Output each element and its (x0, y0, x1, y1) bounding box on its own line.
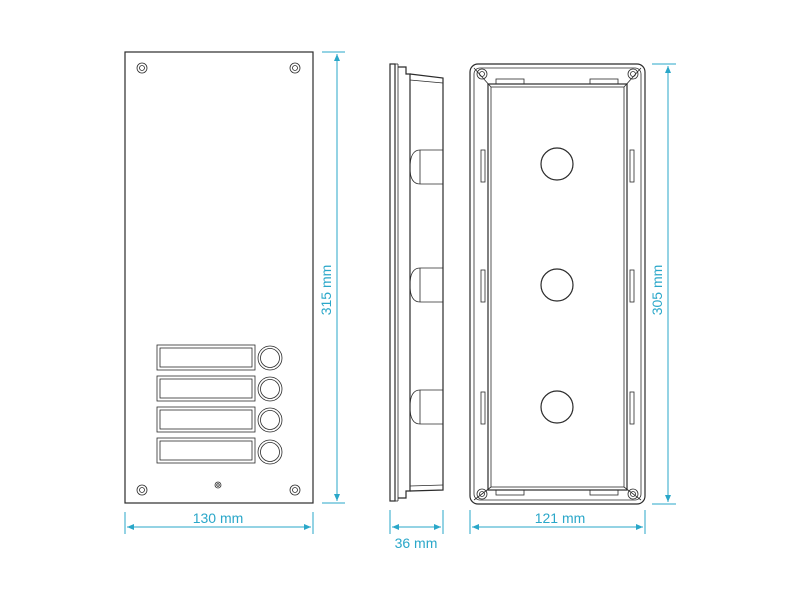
panel-screw-top-right (289, 62, 301, 74)
button-row-1 (156, 344, 283, 371)
box-knockout-middle (540, 268, 574, 302)
box-clip-bottom-left (495, 489, 525, 496)
box-screw-top-left (476, 68, 488, 80)
box-clip-bottom-right (589, 489, 619, 496)
box-screw-bottom-left (476, 488, 488, 500)
name-plate (156, 375, 256, 402)
side-housing-body (409, 73, 444, 492)
call-button (257, 345, 283, 371)
side-knockout-top (409, 149, 443, 185)
front-panel-view: 130 mm 315 mm (124, 51, 345, 534)
name-plate (156, 344, 256, 371)
box-clip-top-right (589, 78, 619, 85)
box-screw-top-right (627, 68, 639, 80)
side-front-plate (389, 63, 396, 502)
panel-screw-bottom-left (136, 484, 148, 496)
rear-box-view: 121 mm 305 mm (469, 63, 676, 534)
panel-screw-top-left (136, 62, 148, 74)
dimension-depth: 36 mm (389, 510, 444, 551)
dimension-box-width: 121 mm (469, 510, 646, 534)
box-knockout-bottom (540, 390, 574, 424)
button-row-4 (156, 437, 283, 465)
call-button (257, 376, 283, 402)
panel-screw-bottom-right (289, 484, 301, 496)
box-clip-top-left (495, 78, 525, 85)
side-view: 36 mm (389, 63, 444, 551)
box-knockout-top (540, 147, 574, 181)
box-screw-bottom-right (627, 488, 639, 500)
side-knockout-bottom (409, 389, 443, 425)
box-inner-outline (487, 83, 628, 491)
dimension-box-height: 305 mm (649, 63, 676, 505)
call-button (257, 407, 283, 433)
dimension-label-depth: 36 mm (395, 535, 438, 551)
dimension-label-panel-width: 130 mm (193, 510, 244, 526)
dimension-label-box-width: 121 mm (535, 510, 586, 526)
dimension-panel-height: 315 mm (318, 51, 345, 504)
front-panel-outline (124, 51, 314, 504)
call-button (257, 439, 283, 465)
box-outer-outline (469, 63, 646, 505)
name-plate (156, 406, 256, 433)
name-plate (156, 437, 256, 464)
dimension-label-panel-height: 315 mm (318, 265, 334, 316)
button-row-2 (156, 375, 283, 402)
dimension-panel-width: 130 mm (124, 510, 314, 534)
side-knockout-middle (409, 267, 443, 303)
panel-bottom-center-screw (214, 481, 222, 489)
button-row-3 (156, 406, 283, 433)
dimension-label-box-height: 305 mm (649, 265, 665, 316)
